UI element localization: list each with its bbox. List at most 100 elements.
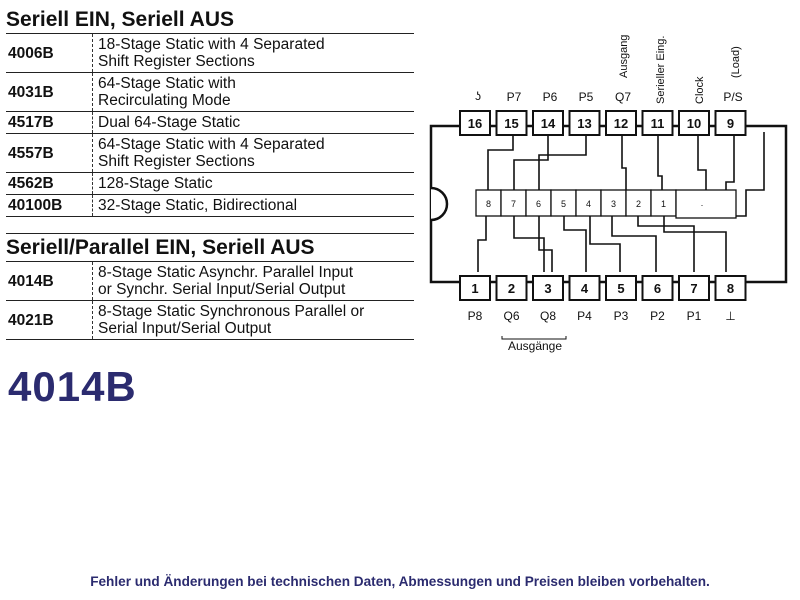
cell-number: 1 [661, 199, 666, 209]
cell-number: 7 [511, 199, 516, 209]
description-line: 128-Stage Static [98, 175, 213, 192]
part-description: Dual 64-Stage Static [92, 111, 414, 134]
description-line: Shift Register Sections [98, 53, 255, 70]
part-code: 4014B [6, 262, 93, 301]
bottom-pin-label: P3 [614, 309, 629, 323]
pin-box [459, 275, 491, 301]
description-line: 64-Stage Static with [98, 75, 236, 92]
outputs-bracket [501, 336, 567, 340]
pin-box [495, 275, 528, 301]
register-cell [575, 189, 602, 217]
pin-box [641, 110, 674, 136]
ic-notch [430, 186, 449, 222]
pin-number: 7 [690, 281, 697, 296]
part-description: 32-Stage Static, Bidirectional [92, 194, 414, 217]
register-cell [625, 189, 652, 217]
control-block [675, 189, 737, 219]
pin-box [641, 275, 674, 301]
bottom-pin-label: ⊥ [725, 309, 735, 323]
cell-number: 3 [611, 199, 616, 209]
pin-label-13: P5 [579, 90, 594, 104]
bottom-pin-label: Q8 [540, 309, 556, 323]
bottom-pin-label: Q6 [503, 309, 519, 323]
cell-number: 8 [486, 199, 491, 209]
description-line: 32-Stage Static, Bidirectional [98, 197, 298, 214]
pin-box [678, 275, 710, 301]
pin-number: 16 [468, 116, 482, 131]
pin-box [495, 110, 528, 136]
product-code: 4014B [8, 363, 137, 410]
register-cell [500, 189, 527, 217]
part-code: 4006B [6, 34, 93, 73]
pin-box [678, 110, 710, 136]
register-cell [650, 189, 677, 217]
pin-box [568, 110, 601, 136]
pin-number: 10 [687, 116, 701, 131]
pin-label-14: P6 [543, 90, 558, 104]
cell-number: 6 [536, 199, 541, 209]
pin-number: 1 [471, 281, 478, 296]
section-title-parallel: Seriell/Parallel EIN, Seriell AUS [6, 233, 414, 262]
register-cell [475, 189, 502, 217]
pin-label-12: Q7 [615, 90, 631, 104]
description-line: Shift Register Sections [98, 153, 255, 170]
pin-number: 11 [651, 116, 665, 131]
part-row: 40100B 32-Stage Static, Bidirectional [6, 194, 414, 217]
pin-box [605, 110, 637, 136]
part-description: 128-Stage Static [92, 172, 414, 195]
pin-number: 14 [541, 116, 556, 131]
part-code: 40100B [6, 194, 93, 217]
description-line: or Synchr. Serial Input/Serial Output [98, 281, 346, 298]
part-code: 4557B [6, 133, 93, 173]
pin-number: 12 [614, 116, 628, 131]
bottom-pin-label: P8 [468, 309, 483, 323]
pin-box [532, 275, 564, 301]
pin-number: 5 [617, 281, 624, 296]
description-line: 8-Stage Static Synchronous Parallel or [98, 303, 365, 320]
pin-number: 4 [581, 281, 589, 296]
pin-number: 15 [504, 116, 518, 131]
disclaimer: Fehler und Änderungen bei technischen Da… [90, 574, 710, 589]
description-line: 64-Stage Static with 4 Separated [98, 136, 325, 153]
svg-text:·: · [701, 200, 704, 210]
vertical-label-load: (Load) [730, 46, 742, 78]
part-code: 4021B [6, 300, 93, 340]
pin-number: 13 [577, 116, 591, 131]
pin-box [714, 110, 747, 136]
pin-number: 9 [727, 116, 734, 131]
pin-number: 2 [508, 281, 515, 296]
pin-box [714, 275, 747, 301]
vertical-label-serial-input: Serieller Eing. [655, 36, 667, 104]
internal-wiring [477, 132, 765, 272]
description-line: 18-Stage Static with 4 Separated [98, 36, 325, 53]
bottom-pin-label: P2 [650, 309, 665, 323]
outputs-caption: Ausgänge [508, 339, 562, 353]
part-code: 4517B [6, 111, 93, 134]
pin-box [532, 110, 564, 136]
vertical-label-ausgang: Ausgang [618, 35, 630, 78]
vertical-label-clock: Clock [694, 76, 706, 104]
pin-number: 3 [544, 281, 551, 296]
pin-label-15: P7 [507, 90, 522, 104]
bottom-pin-label: P4 [577, 309, 592, 323]
bottom-pin-label: P1 [687, 309, 702, 323]
register-cell [550, 189, 577, 217]
description-line: 8-Stage Static Asynchr. Parallel Input [98, 264, 354, 281]
pin-16-mark: ʖ [475, 89, 481, 103]
description-line: Recirculating Mode [98, 92, 231, 109]
register-cell [600, 189, 627, 217]
